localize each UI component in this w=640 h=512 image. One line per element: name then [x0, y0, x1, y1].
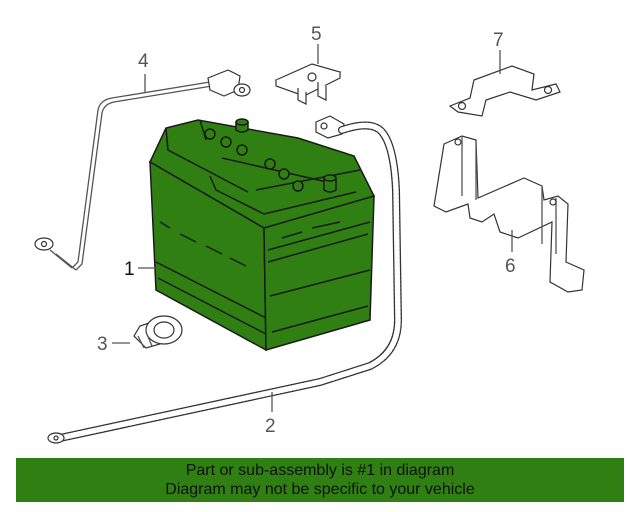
battery-tray[interactable]	[433, 135, 585, 293]
vent-plug[interactable]	[133, 315, 183, 349]
battery[interactable]	[149, 118, 375, 352]
callout-4[interactable]: 4	[138, 51, 149, 72]
parts-diagram: 4 5 7 6 2 3	[34, 24, 585, 444]
callout-6[interactable]: 6	[505, 256, 516, 277]
hold-down-bracket[interactable]	[274, 63, 342, 105]
callout-7[interactable]: 7	[493, 30, 504, 51]
callout-3[interactable]: 3	[97, 334, 108, 355]
callout-5[interactable]: 5	[311, 24, 322, 45]
banner-line-2: Diagram may not be specific to your vehi…	[165, 481, 475, 498]
positive-cable[interactable]	[34, 69, 251, 271]
callout-2[interactable]: 2	[265, 416, 276, 437]
callout-1[interactable]: 1	[124, 259, 135, 280]
info-banner: Part or sub-assembly is #1 in diagram Di…	[16, 458, 624, 502]
battery-clamp[interactable]	[448, 65, 561, 117]
banner-line-1: Part or sub-assembly is #1 in diagram	[185, 462, 455, 479]
negative-cable[interactable]	[47, 115, 403, 444]
